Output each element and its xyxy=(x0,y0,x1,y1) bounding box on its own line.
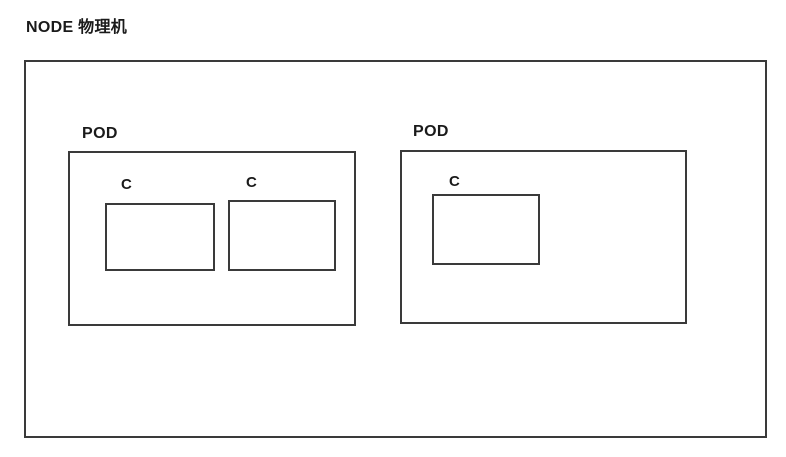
pod-1-container-1-label: C xyxy=(121,176,132,193)
node-title: NODE 物理机 xyxy=(26,19,128,36)
pod-1-label: POD xyxy=(82,125,118,142)
pod-2-box: C xyxy=(400,150,687,324)
pod-1-container-1-box xyxy=(105,203,215,271)
pod-2-container-1-box xyxy=(432,194,540,265)
pod-1-container-2-box xyxy=(228,200,336,271)
pod-1-container-2-label: C xyxy=(246,174,257,191)
pod-2-label: POD xyxy=(413,123,449,140)
node-box: POD C C POD C xyxy=(24,60,767,438)
pod-1-box: C C xyxy=(68,151,356,326)
pod-2-container-1-label: C xyxy=(449,173,460,190)
